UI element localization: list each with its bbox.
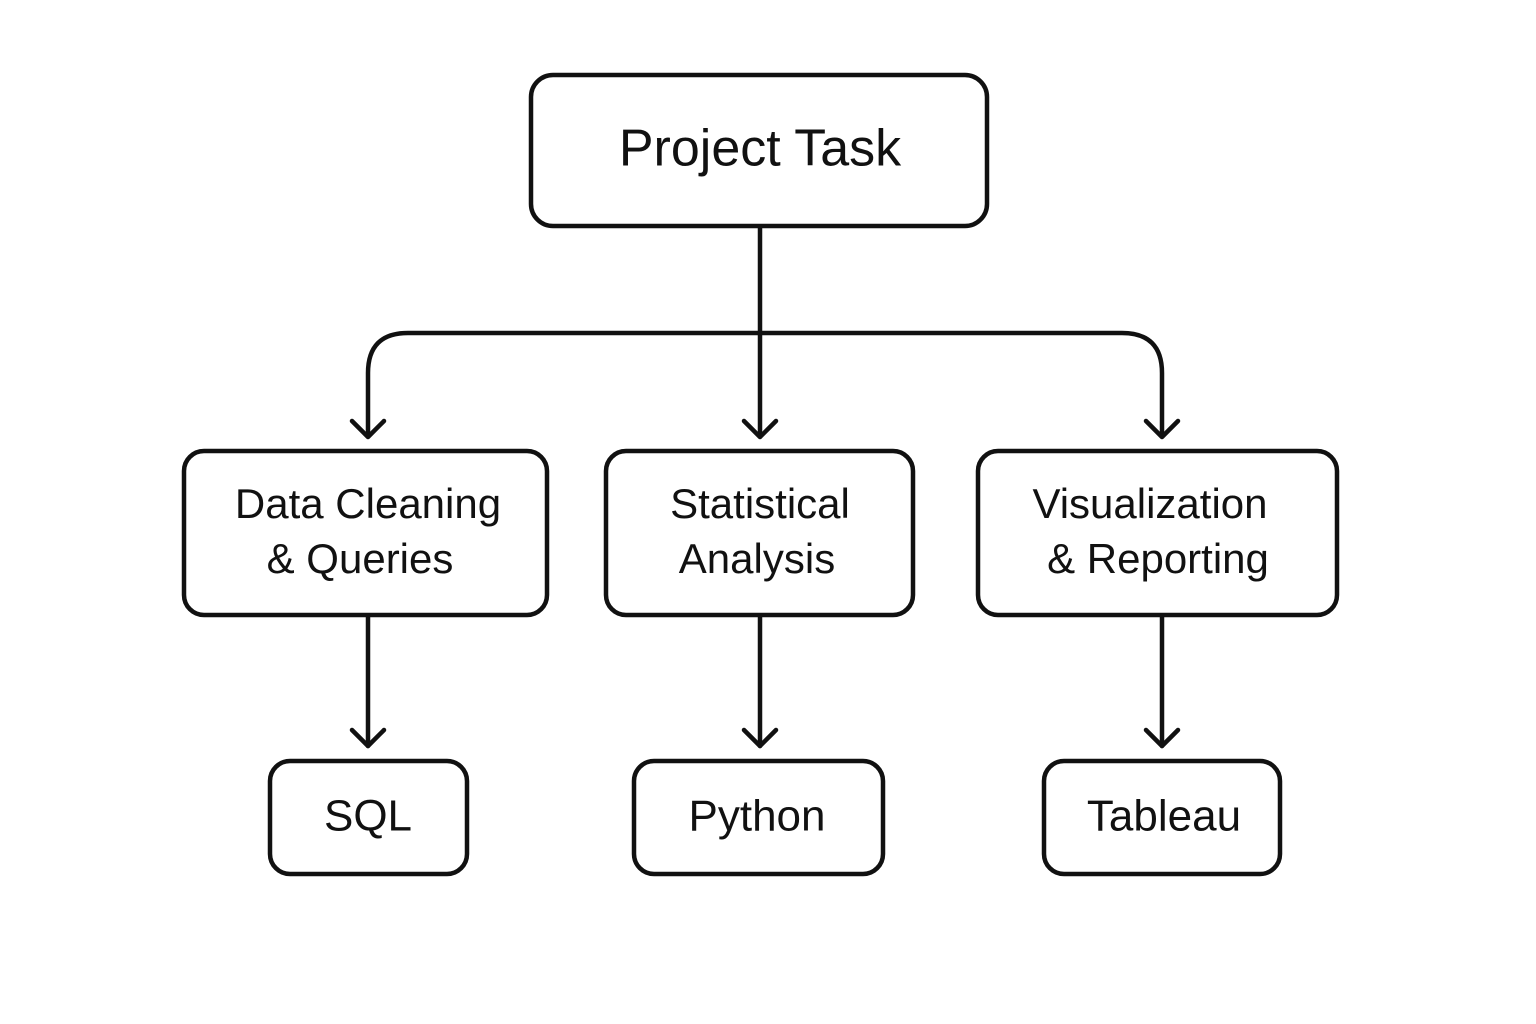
- connectors: [349, 224, 1181, 749]
- task-label-line1: Visualization: [1032, 480, 1267, 527]
- task-label-line1: Data Cleaning: [235, 480, 501, 527]
- arrowhead-to-python: [741, 727, 779, 749]
- task-label-line2: & Queries: [267, 535, 454, 582]
- task-node-visualization: Visualization & Reporting: [975, 448, 1340, 618]
- task-label-line1: Statistical: [670, 480, 850, 527]
- root-label: Project Task: [619, 120, 902, 178]
- task-node-statistical-analysis: Statistical Analysis: [603, 448, 916, 618]
- connector-branch-right: [757, 330, 1165, 439]
- tool-label: Tableau: [1087, 792, 1241, 841]
- arrowhead-to-tableau: [1143, 727, 1181, 749]
- tool-node-tableau: Tableau: [1041, 758, 1283, 877]
- arrowhead-to-sql: [349, 727, 387, 749]
- tool-label: Python: [689, 792, 826, 841]
- tool-node-sql: SQL: [267, 758, 470, 877]
- arrowhead-to-visualization: [1143, 418, 1181, 440]
- arrowhead-to-statistical-analysis: [741, 418, 779, 440]
- tool-node-python: Python: [631, 758, 886, 877]
- connector-branch-left: [365, 330, 763, 439]
- root-node: Project Task: [528, 72, 990, 229]
- arrowhead-to-data-cleaning: [349, 418, 387, 440]
- tool-label: SQL: [324, 792, 412, 841]
- task-label-line2: & Reporting: [1047, 535, 1269, 582]
- task-node-data-cleaning: Data Cleaning & Queries: [181, 448, 550, 618]
- task-label-line2: Analysis: [679, 535, 835, 582]
